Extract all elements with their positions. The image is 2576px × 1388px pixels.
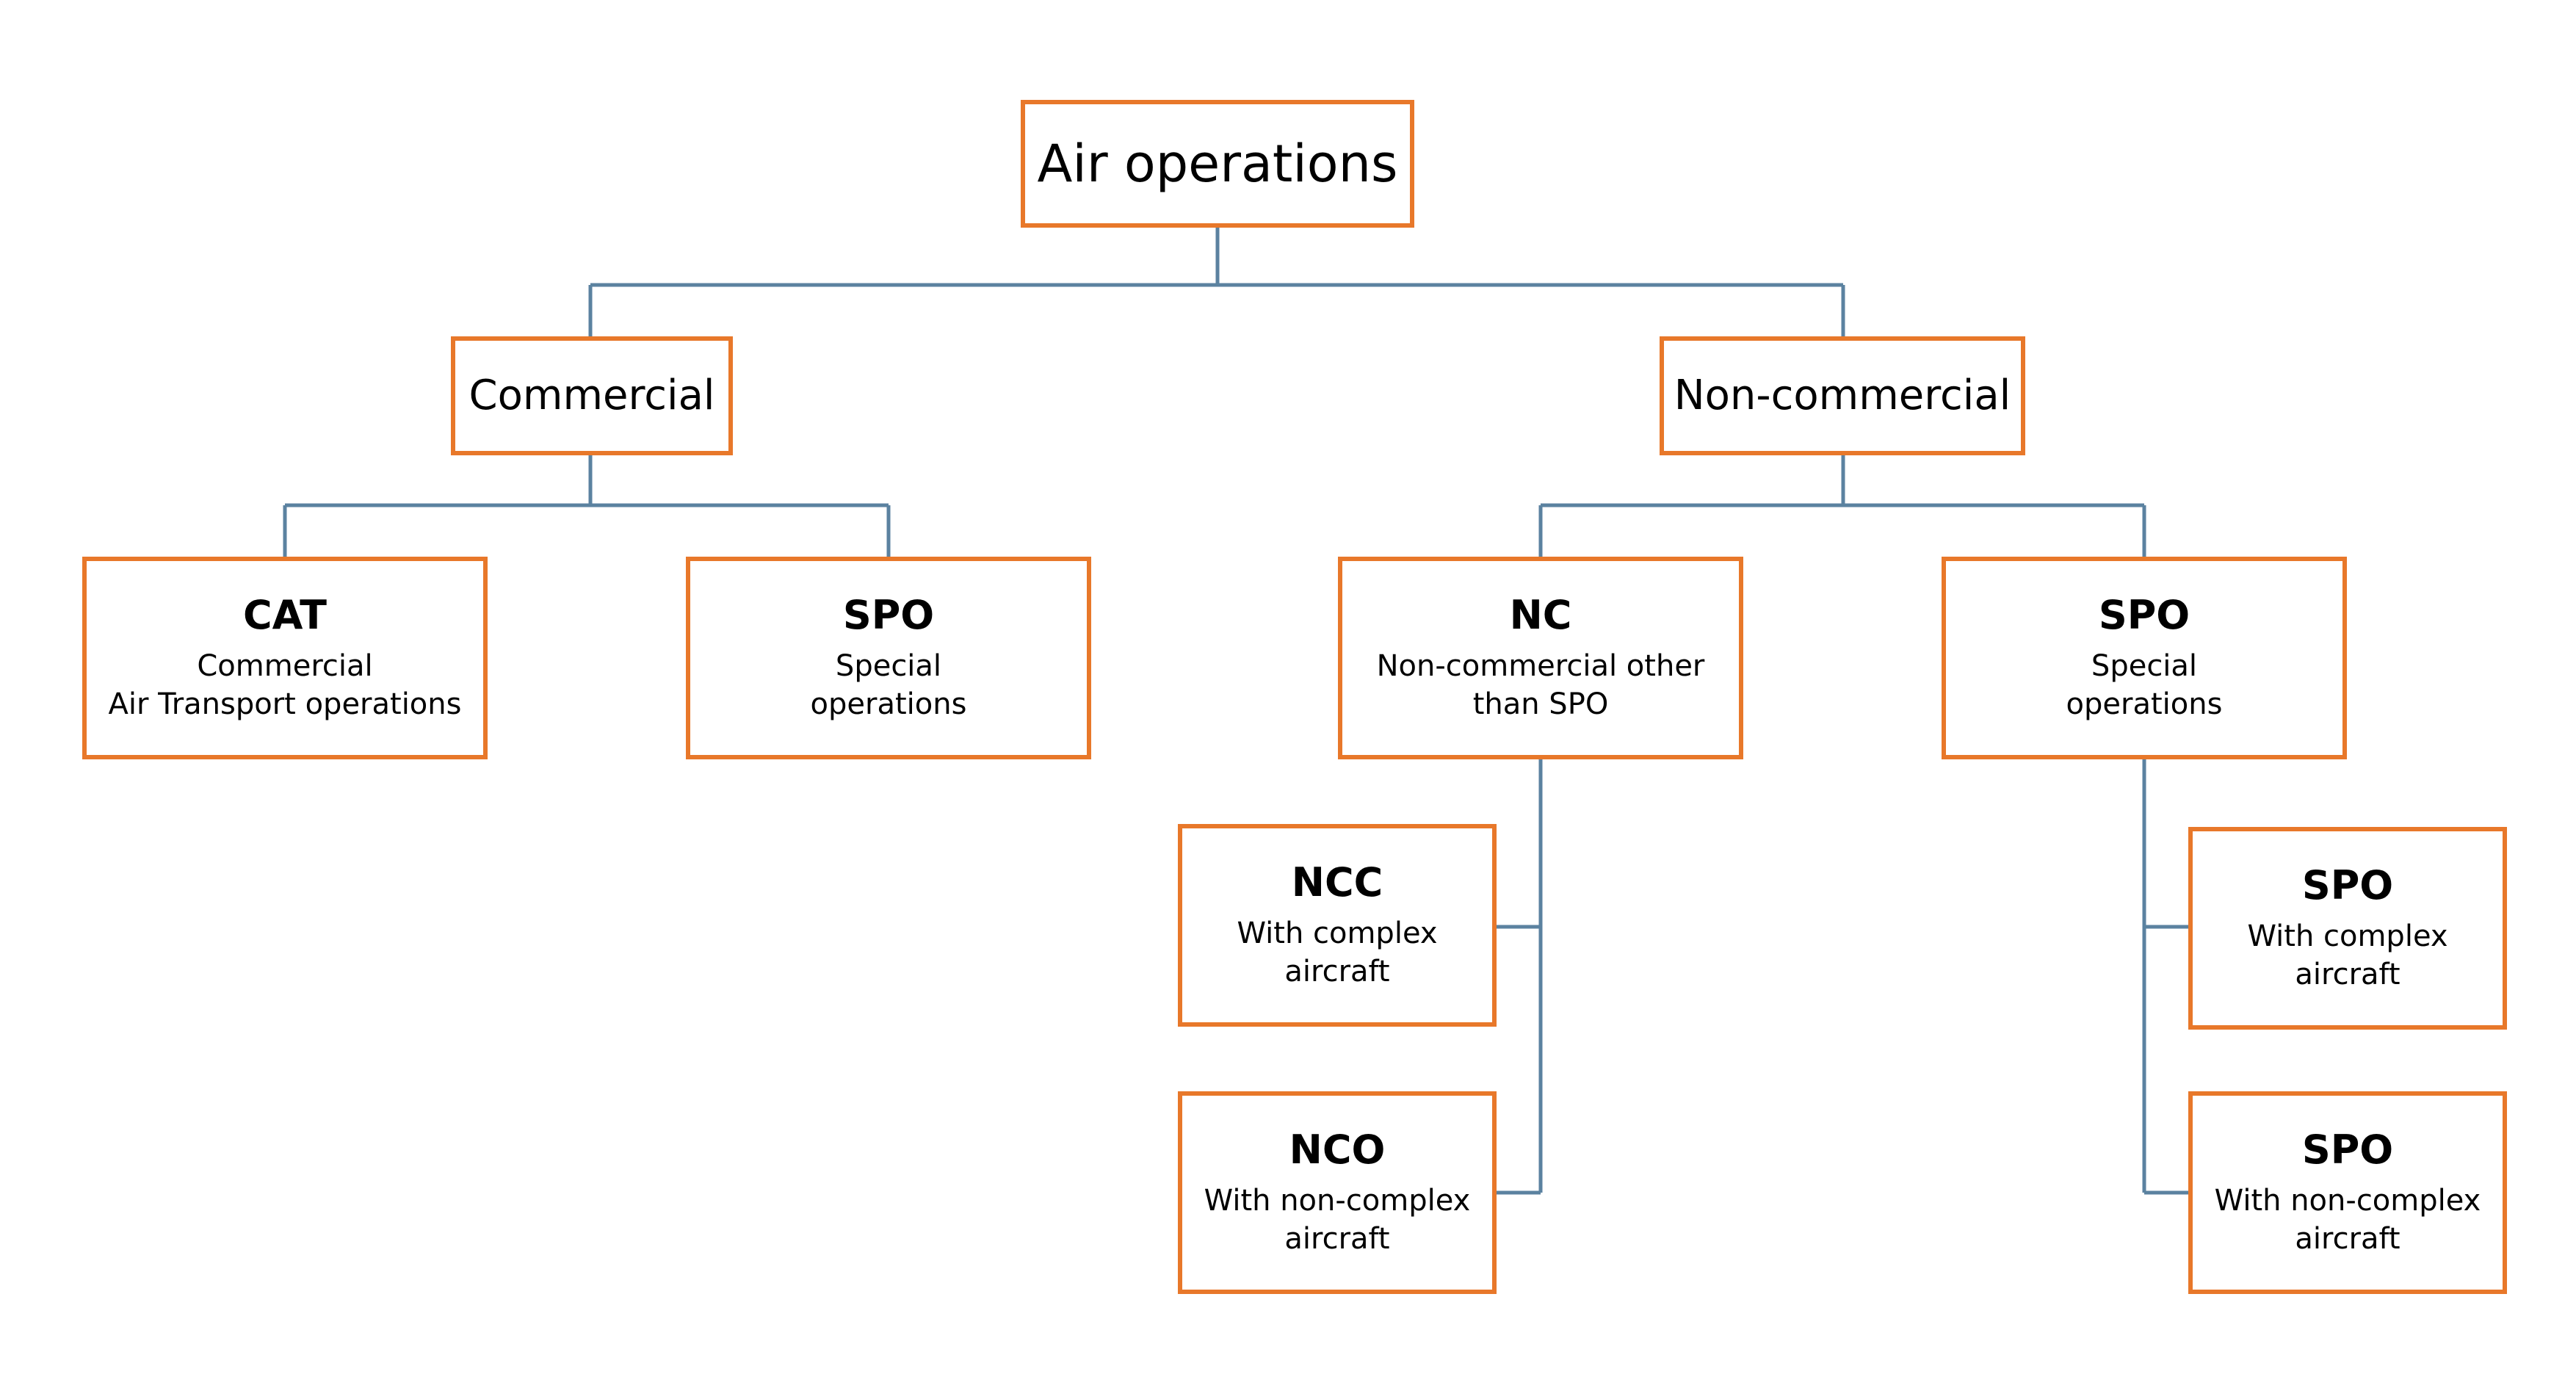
node-title: SPO [2098,591,2190,638]
node-ncc: NCC With complex aircraft [1178,824,1497,1027]
node-non-commercial: Non-commercial [1660,336,2025,455]
description-line: aircraft [2295,1222,2400,1257]
node-title: SPO [842,591,935,638]
connector-commercial-to-children [283,454,891,558]
description-line: Non-commercial other [1376,649,1705,684]
node-title: Air operations [1037,133,1398,194]
connector-root-to-level1 [588,226,1845,338]
node-description: With non-complex aircraft [2215,1182,2481,1258]
description-line: With complex [1237,917,1438,951]
node-title: SPO [2301,1126,2394,1173]
node-nco: NCO With non-complex aircraft [1178,1091,1497,1294]
node-description: With non-complex aircraft [1204,1182,1471,1258]
node-title: NCC [1291,859,1383,906]
description-line: operations [810,687,967,722]
connector-nc-to-ncc-nco [1494,758,1543,1195]
node-title: CAT [242,591,328,638]
description-line: than SPO [1472,687,1609,722]
description-line: aircraft [1284,1222,1390,1257]
node-description: Special operations [2066,647,2223,723]
node-description: Special operations [811,647,967,723]
node-description: With complex aircraft [2247,917,2447,994]
description-line: With non-complex [1204,1184,1471,1218]
connector-noncommercial-to-children [1538,454,2146,558]
node-title: Commercial [468,371,715,419]
node-title: Non-commercial [1674,371,2011,419]
node-air-operations: Air operations [1021,100,1414,228]
description-line: With non-complex [2214,1184,2481,1218]
description-line: operations [2066,687,2223,722]
description-line: With complex [2247,919,2448,954]
node-spo-commercial: SPO Special operations [686,557,1091,759]
node-spo-noncommercial: SPO Special operations [1942,557,2347,759]
description-line: aircraft [1284,955,1390,989]
node-description: Commercial Air Transport operations [109,647,462,723]
node-title: NC [1509,591,1572,638]
node-title: SPO [2301,861,2394,908]
description-line: Commercial [197,649,373,684]
description-line: Air Transport operations [108,687,462,722]
node-spo-noncomplex: SPO With non-complex aircraft [2188,1091,2507,1294]
node-nc: NC Non-commercial other than SPO [1338,557,1743,759]
node-description: With complex aircraft [1237,914,1437,991]
node-spo-complex: SPO With complex aircraft [2188,827,2507,1030]
node-description: Non-commercial other than SPO [1377,647,1705,723]
connector-spo-to-spo-variants [2142,758,2191,1195]
node-commercial: Commercial [451,336,733,455]
node-cat: CAT Commercial Air Transport operations [82,557,488,759]
description-line: Special [2091,649,2198,684]
description-line: Special [835,649,942,684]
node-title: NCO [1289,1126,1386,1173]
description-line: aircraft [2295,958,2400,992]
